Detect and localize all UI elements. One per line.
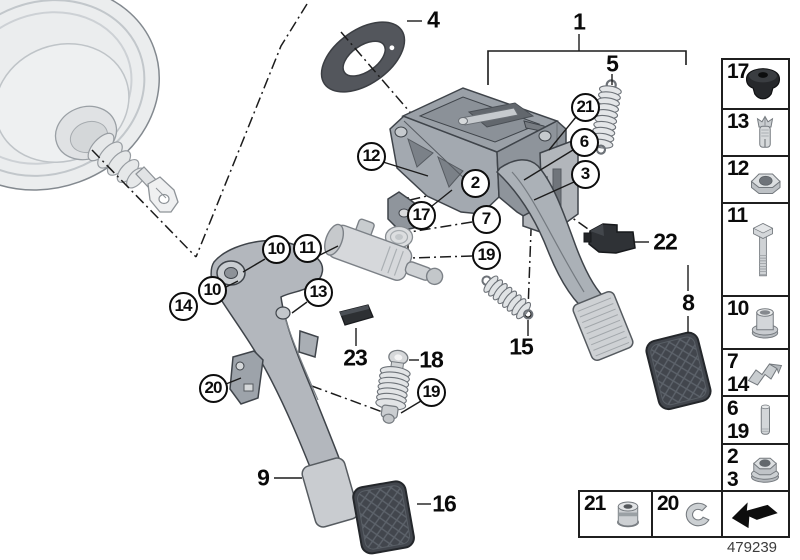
part-label-1[interactable]: 1 xyxy=(573,8,586,35)
part-label-9[interactable]: 9 xyxy=(257,464,270,491)
legend-box-17[interactable]: 17 xyxy=(721,58,790,110)
legend-box-numbers: 17 xyxy=(727,60,749,83)
brake-pedal-pad xyxy=(645,331,712,411)
grommet-bushing-icon xyxy=(607,495,649,533)
callout-21[interactable]: 21 xyxy=(570,92,600,122)
legend-box-xref[interactable] xyxy=(721,490,790,538)
part-label-16[interactable]: 16 xyxy=(432,490,457,517)
return-spring-lower xyxy=(481,275,534,320)
clutch-switch xyxy=(583,223,636,254)
callout-10[interactable]: 10 xyxy=(197,275,227,305)
callout-10[interactable]: 10 xyxy=(261,234,291,264)
callout-3[interactable]: 3 xyxy=(570,159,600,189)
clutch-pedal xyxy=(210,239,359,528)
leader-lines xyxy=(225,20,689,505)
part-label-23[interactable]: 23 xyxy=(343,344,368,371)
flange-nut-icon xyxy=(744,449,786,487)
cross-reference-arrow-icon xyxy=(727,494,785,534)
clutch-pedal-pad xyxy=(352,480,415,555)
legend-box-13[interactable]: 13 xyxy=(721,108,790,157)
legend-box-numbers: 10 xyxy=(727,297,749,320)
callout-11[interactable]: 11 xyxy=(292,233,322,263)
hex-bolt-icon xyxy=(744,207,782,293)
spring-clip-icon xyxy=(744,354,786,392)
grommet-icon xyxy=(740,63,786,105)
legend-box-20[interactable]: 20 xyxy=(651,490,723,538)
callout-12[interactable]: 12 xyxy=(356,141,386,171)
legend-box-21[interactable]: 21 xyxy=(578,490,653,538)
brake-booster xyxy=(0,0,179,213)
legend-box-11[interactable]: 11 xyxy=(721,202,790,297)
callout-6[interactable]: 6 xyxy=(569,127,599,157)
part-label-5[interactable]: 5 xyxy=(606,50,619,77)
part-label-15[interactable]: 15 xyxy=(509,333,534,360)
part-label-8[interactable]: 8 xyxy=(682,289,695,316)
callout-17[interactable]: 17 xyxy=(406,200,436,230)
callout-2[interactable]: 2 xyxy=(460,168,490,198)
callout-19[interactable]: 19 xyxy=(471,240,501,270)
c-clip-icon xyxy=(677,495,719,533)
overcenter-spring xyxy=(375,349,411,424)
clevis-pin-icon xyxy=(744,401,786,439)
clutch-pedal-plate xyxy=(301,457,359,528)
legend-box-10[interactable]: 10 xyxy=(721,295,790,350)
legend-box-12[interactable]: 12 xyxy=(721,155,790,204)
callout-19[interactable]: 19 xyxy=(416,377,446,407)
legend-box-numbers: 11 xyxy=(727,204,748,227)
legend-box-numbers: 12 xyxy=(727,157,749,180)
pedal-stop xyxy=(339,304,374,326)
drawing-number: 479239 xyxy=(726,539,778,556)
part-label-18[interactable]: 18 xyxy=(419,346,444,373)
legend-box-numbers: 21 xyxy=(584,492,606,515)
brake-pedal xyxy=(495,159,634,361)
legend-box-numbers: 20 xyxy=(657,492,679,515)
clutch-master-cylinder xyxy=(324,218,444,286)
brake-pedal-plate xyxy=(572,291,634,361)
callout-14[interactable]: 14 xyxy=(168,291,198,321)
callout-20[interactable]: 20 xyxy=(198,373,228,403)
part-label-4[interactable]: 4 xyxy=(427,6,440,33)
legend-box-numbers: 13 xyxy=(727,110,749,133)
callout-13[interactable]: 13 xyxy=(303,277,333,307)
expanding-rivet-icon xyxy=(744,114,786,152)
part-label-22[interactable]: 22 xyxy=(653,228,678,255)
callout-7[interactable]: 7 xyxy=(471,204,501,234)
hex-nut-icon xyxy=(744,161,786,199)
gasket-ring xyxy=(320,21,406,93)
bushing-icon xyxy=(744,304,786,342)
